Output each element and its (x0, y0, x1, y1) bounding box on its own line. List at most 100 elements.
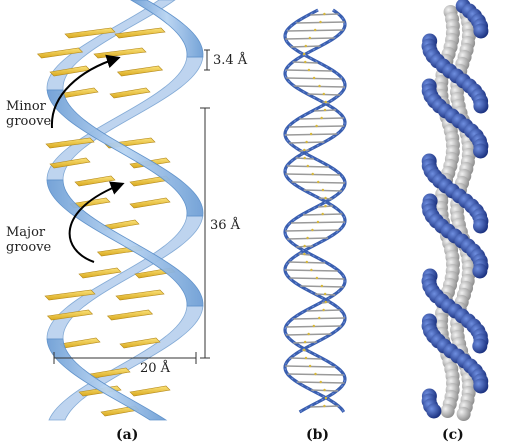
stick-atom (304, 44, 308, 48)
base-pair (64, 27, 116, 39)
base-atom (440, 404, 455, 418)
front-backbone-ribbon (46, 0, 204, 421)
backbone-atom (473, 98, 489, 114)
minor-groove-label: Minor groove (6, 99, 52, 129)
stick-atom (323, 108, 327, 112)
stick-backbone-atoms (284, 9, 346, 413)
space-filling-model (421, 0, 489, 421)
major-groove-arrow (68, 181, 125, 263)
base-pair (114, 27, 166, 39)
base-pair (59, 337, 101, 349)
diameter-label: 20 Å (140, 361, 171, 376)
stick-atom (323, 12, 326, 16)
base-pair (129, 197, 171, 209)
backbone-atom (473, 378, 489, 394)
stick-atom (321, 212, 324, 216)
base-pair (78, 267, 122, 279)
stick-atom (320, 116, 323, 120)
stick-atom (303, 252, 306, 256)
stick-atom (303, 156, 306, 160)
stick-atom (304, 356, 308, 360)
major-groove-label: Major groove (6, 225, 52, 255)
backbone-atom (473, 23, 489, 39)
stick-atom (319, 380, 322, 384)
stick-atom (324, 196, 327, 200)
ribbon-model (36, 0, 210, 421)
backbone-segment (46, 338, 168, 421)
stick-atom (302, 348, 306, 352)
stick-atom (311, 228, 314, 232)
stick-atom (317, 180, 320, 184)
stick-atom (308, 36, 312, 40)
stick-atom (319, 20, 322, 24)
stick-atom (315, 276, 319, 280)
stick-atom (324, 396, 328, 400)
stick-atom (324, 204, 327, 208)
stick-atom (324, 300, 327, 304)
stick-atom (309, 132, 313, 136)
stick-atom (305, 140, 308, 144)
backbone-atom (472, 218, 488, 234)
stick-backbone-atoms (284, 9, 346, 413)
stick-atom (311, 172, 314, 176)
stick-atom (323, 404, 326, 408)
base-pair (46, 309, 94, 321)
stick-atom (303, 340, 307, 344)
stick-atom (315, 124, 318, 128)
minor-groove-arrow (50, 54, 121, 129)
base-pair (74, 175, 116, 187)
stick-atom (303, 244, 306, 248)
base-pair (115, 289, 165, 301)
stick-atom (324, 100, 327, 104)
base-pair (45, 137, 95, 149)
stick-atom (322, 92, 326, 96)
base-pair (129, 385, 171, 397)
pitch-label: 36 Å (210, 218, 241, 233)
base-pair (106, 309, 154, 321)
diameter-bracket (53, 352, 197, 364)
rise-label: 3.4 Å (213, 53, 248, 68)
stick-atom (305, 260, 309, 264)
rise-bracket (204, 49, 210, 71)
caption-c: (c) (442, 427, 464, 443)
base-pair (49, 157, 91, 169)
base-pair (93, 47, 147, 59)
caption-b: (b) (306, 427, 330, 443)
stick-atom (302, 52, 306, 56)
stick-atom (310, 268, 313, 272)
stick-atom (307, 332, 310, 336)
base-atom (456, 407, 471, 421)
stick-atom (312, 324, 316, 328)
stick-atom (303, 148, 306, 152)
base-pair (119, 337, 161, 349)
base-pair (109, 87, 151, 99)
stick-atom (316, 220, 320, 224)
stick-atom (321, 188, 325, 192)
stick-atom (304, 60, 307, 64)
stick-atom (322, 308, 325, 312)
base-pair (36, 47, 84, 59)
backbone-atom (426, 403, 442, 419)
backbone-segment (46, 89, 204, 217)
stick-atom (307, 68, 311, 72)
stick-atom (313, 28, 317, 32)
backbone-segment (130, 0, 204, 58)
stick-atom (323, 388, 326, 392)
base-pair (44, 289, 96, 301)
stick-model (283, 8, 347, 414)
caption-a: (a) (116, 427, 139, 443)
stick-atom (306, 164, 310, 168)
pitch-bracket (200, 107, 210, 359)
backbone-atom (472, 338, 488, 354)
base-pair (116, 65, 164, 77)
stick-atom (320, 284, 324, 288)
stick-atom (318, 316, 321, 320)
stick-atom (318, 84, 321, 88)
stick-atom (323, 292, 327, 296)
stick-atom (314, 372, 317, 376)
stick-atom (306, 236, 309, 240)
backbone-atom (472, 263, 488, 279)
backbone-atom (473, 143, 489, 159)
backbone-segment (46, 179, 204, 307)
